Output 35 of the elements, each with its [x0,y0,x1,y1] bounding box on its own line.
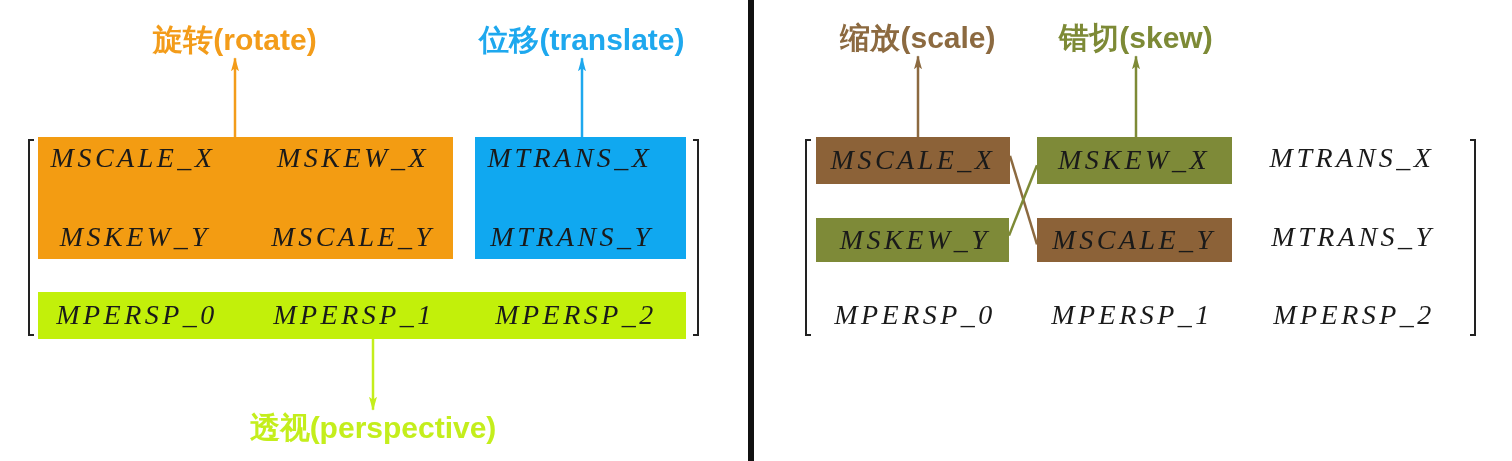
matrix-entry: MSKEW_X [277,142,429,174]
matrix-entry: MTRANS_Y [1271,221,1435,253]
highlight-box [38,292,686,339]
matrix-entry: MSKEW_Y [59,221,211,253]
matrix-entry: MPERSP_0 [56,299,218,331]
matrix-entry: MTRANS_X [1269,142,1435,174]
highlight-box [1037,137,1232,184]
arrow [369,339,377,411]
matrix-entry: MPERSP_2 [495,299,657,331]
matrix-entry: MSCALE_X [830,144,996,176]
arrow [578,57,586,137]
matrix-entry: MSCALE_Y [1052,224,1216,256]
arrow [914,55,922,137]
arrow [231,57,239,137]
arrow [1132,55,1140,137]
highlight-box [816,137,1010,184]
matrix-entry: MSKEW_X [1058,144,1210,176]
matrix-entry: MSCALE_Y [271,221,435,253]
matrix-entry: MSKEW_Y [839,224,991,256]
annotation-label: 透视(perspective) [249,410,497,446]
matrix-entry: MPERSP_2 [1273,299,1435,331]
highlight-box [816,218,1009,262]
annotation-label: 旋转(rotate) [153,22,317,58]
annotation-label: 位移(translate) [479,22,685,58]
matrix-entry: MPERSP_0 [834,299,996,331]
annotation-label: 错切(skew) [1059,20,1213,56]
matrix-entry: MPERSP_1 [273,299,435,331]
annotation-label: 缩放(scale) [840,20,996,56]
highlight-box [475,137,686,259]
matrix-entry: MPERSP_1 [1051,299,1213,331]
highlight-box [1037,218,1232,262]
matrix-entry: MSCALE_X [50,142,216,174]
matrix-entry: MTRANS_Y [490,221,654,253]
highlight-box [38,137,453,259]
matrix-entry: MTRANS_X [487,142,653,174]
